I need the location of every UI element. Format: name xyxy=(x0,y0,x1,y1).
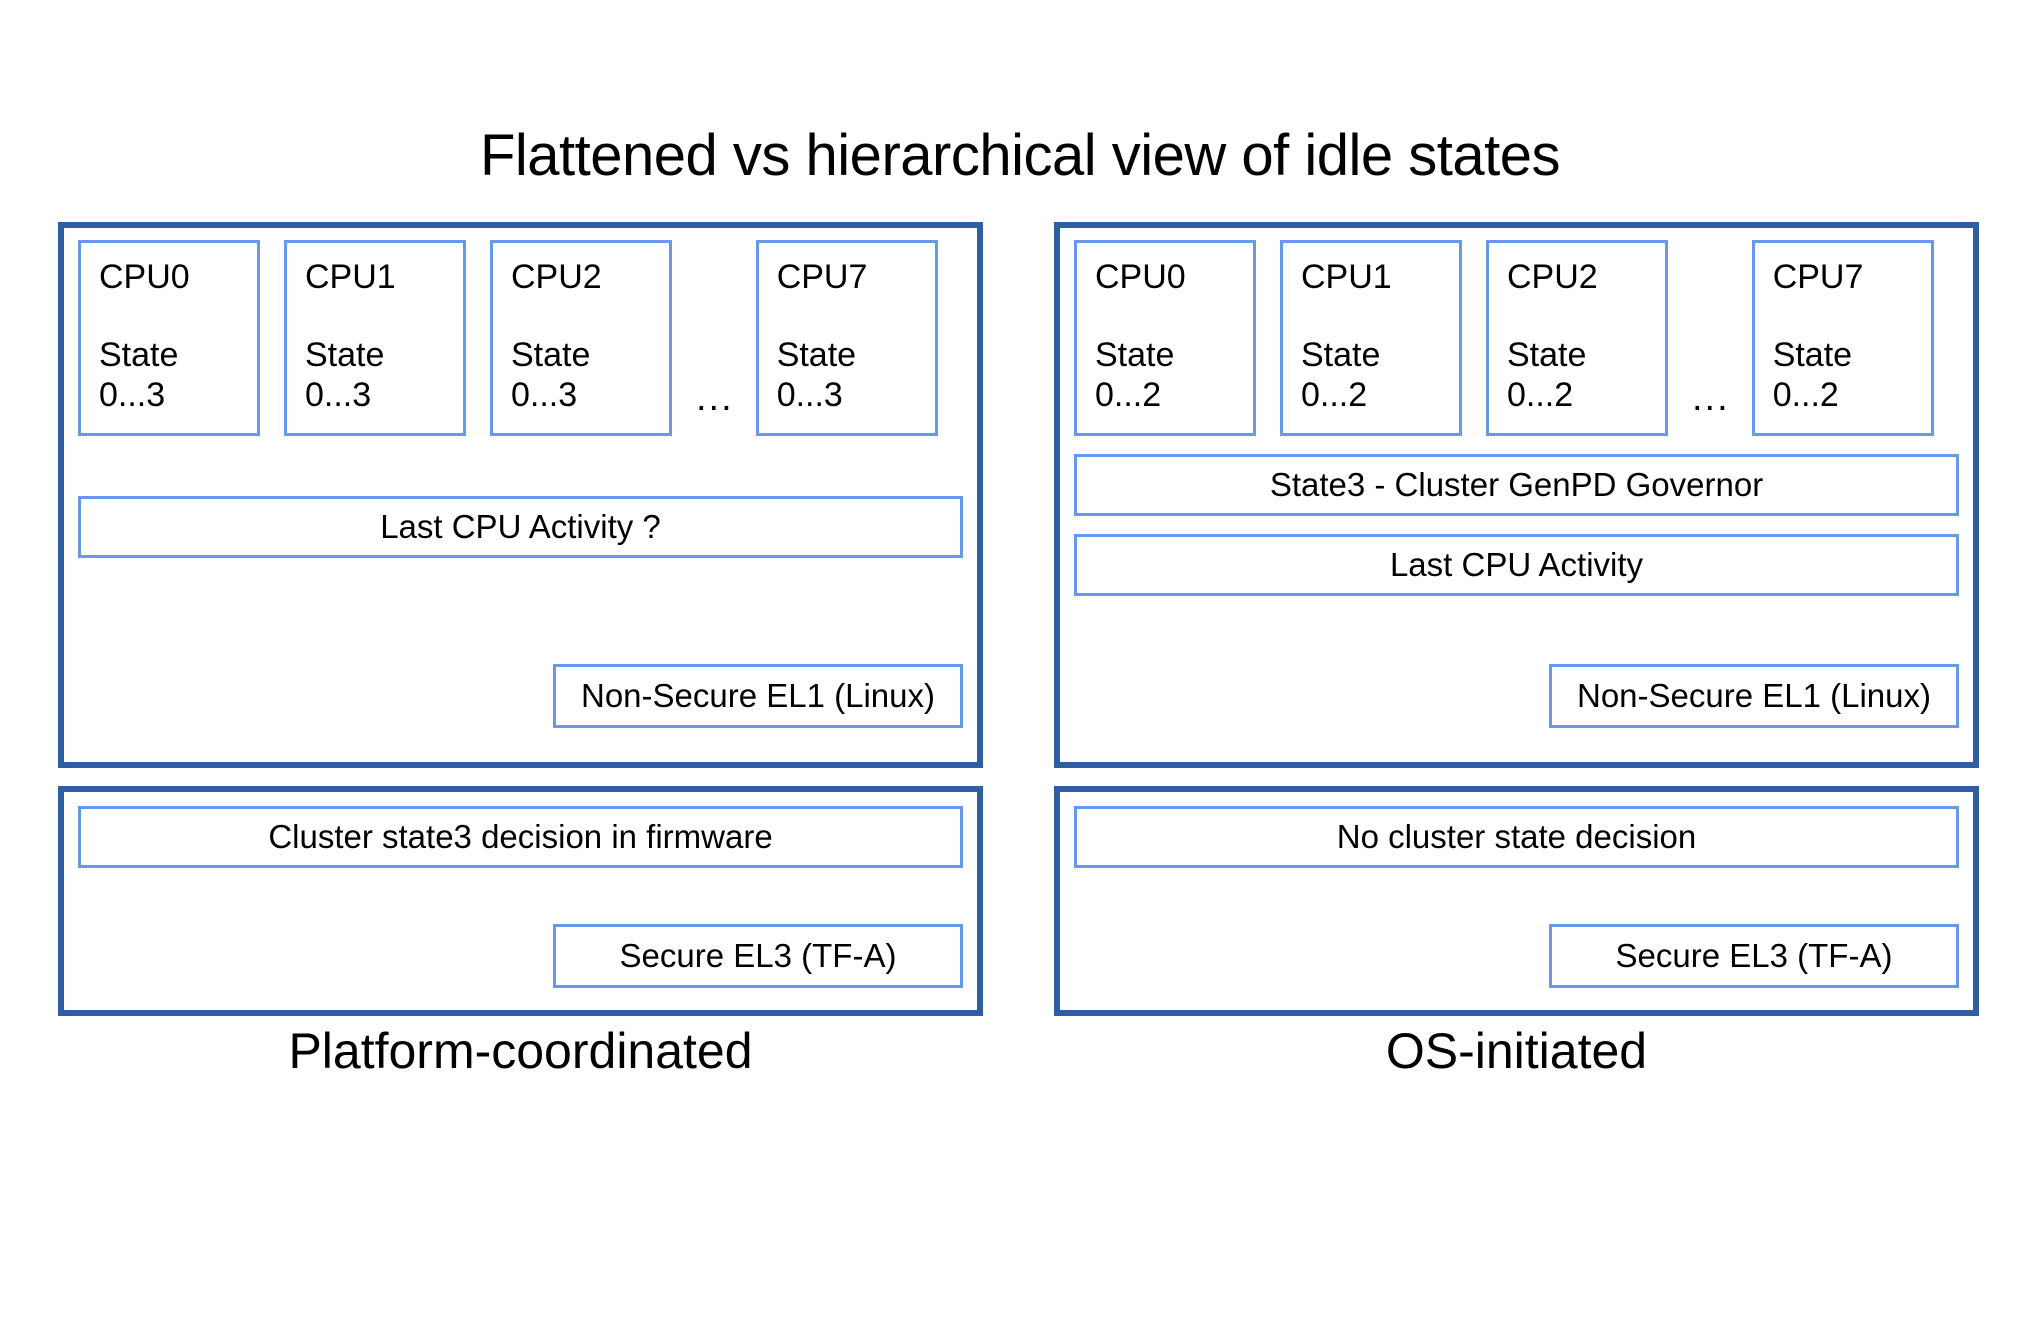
column-caption-os-initiated: OS-initiated xyxy=(1385,1023,1648,1079)
cpu-state-range: State 0...3 xyxy=(305,336,385,414)
cpu-label: CPU1 xyxy=(305,258,396,296)
cpu-box: CPU7 State 0...3 xyxy=(755,240,938,436)
cluster-decision-bar: No cluster state decision xyxy=(1074,806,1959,868)
os-panel-left: CPU0 State 0...3 CPU1 State 0...3 CPU2 S… xyxy=(58,222,983,768)
cpu-label: CPU2 xyxy=(511,258,602,296)
cpu-ellipsis: ... xyxy=(696,377,734,419)
cpu-box: CPU2 State 0...3 xyxy=(490,240,672,436)
cpu-state-range: State 0...2 xyxy=(1772,336,1853,414)
exception-level-tag-el3: Secure EL3 (TF-A) xyxy=(1549,924,1959,988)
cpu-state-range: State 0...3 xyxy=(511,336,591,414)
cpu-row-right: CPU0 State 0...2 CPU1 State 0...2 CPU2 S… xyxy=(1074,240,1959,440)
cpu-state-range: State 0...2 xyxy=(1095,336,1175,414)
os-panel-right: CPU0 State 0...2 CPU1 State 0...2 CPU2 S… xyxy=(1054,222,1979,768)
exception-level-tag-el3: Secure EL3 (TF-A) xyxy=(553,924,963,988)
cpu-box: CPU1 State 0...2 xyxy=(1280,240,1462,436)
diagram-column-platform-coordinated: CPU0 State 0...3 CPU1 State 0...3 CPU2 S… xyxy=(58,222,983,1016)
cpu-state-range: State 0...2 xyxy=(1301,336,1381,414)
last-cpu-activity-bar: Last CPU Activity xyxy=(1074,534,1959,596)
cpu-box: CPU1 State 0...3 xyxy=(284,240,466,436)
cpu-ellipsis: ... xyxy=(1692,377,1730,419)
exception-level-tag-el1: Non-Secure EL1 (Linux) xyxy=(553,664,963,728)
cpu-label: CPU0 xyxy=(1095,258,1186,296)
exception-level-tag-el1: Non-Secure EL1 (Linux) xyxy=(1549,664,1959,728)
cpu-box: CPU0 State 0...3 xyxy=(78,240,260,436)
cpu-label: CPU1 xyxy=(1301,258,1392,296)
cluster-decision-bar: Cluster state3 decision in firmware xyxy=(78,806,963,868)
cluster-genpd-governor-bar: State3 - Cluster GenPD Governor xyxy=(1074,454,1959,516)
cpu-state-range: State 0...2 xyxy=(1507,336,1587,414)
diagram-column-os-initiated: CPU0 State 0...2 CPU1 State 0...2 CPU2 S… xyxy=(1054,222,1979,1016)
cpu-box: CPU7 State 0...2 xyxy=(1751,240,1934,436)
column-caption-platform-coordinated: Platform-coordinated xyxy=(288,1023,753,1079)
cpu-state-range: State 0...3 xyxy=(99,336,179,414)
firmware-panel-right: No cluster state decision Secure EL3 (TF… xyxy=(1054,786,1979,1016)
cpu-state-range: State 0...3 xyxy=(776,336,857,414)
cpu-label: CPU2 xyxy=(1507,258,1598,296)
cpu-label: CPU0 xyxy=(99,258,190,296)
cpu-label: CPU7 xyxy=(776,258,868,296)
cpu-box: CPU0 State 0...2 xyxy=(1074,240,1256,436)
last-cpu-activity-bar: Last CPU Activity ? xyxy=(78,496,963,558)
firmware-panel-left: Cluster state3 decision in firmware Secu… xyxy=(58,786,983,1016)
cpu-label: CPU7 xyxy=(1772,258,1864,296)
cpu-box: CPU2 State 0...2 xyxy=(1486,240,1668,436)
page-title: Flattened vs hierarchical view of idle s… xyxy=(479,123,1561,188)
cpu-row-left: CPU0 State 0...3 CPU1 State 0...3 CPU2 S… xyxy=(78,240,963,440)
